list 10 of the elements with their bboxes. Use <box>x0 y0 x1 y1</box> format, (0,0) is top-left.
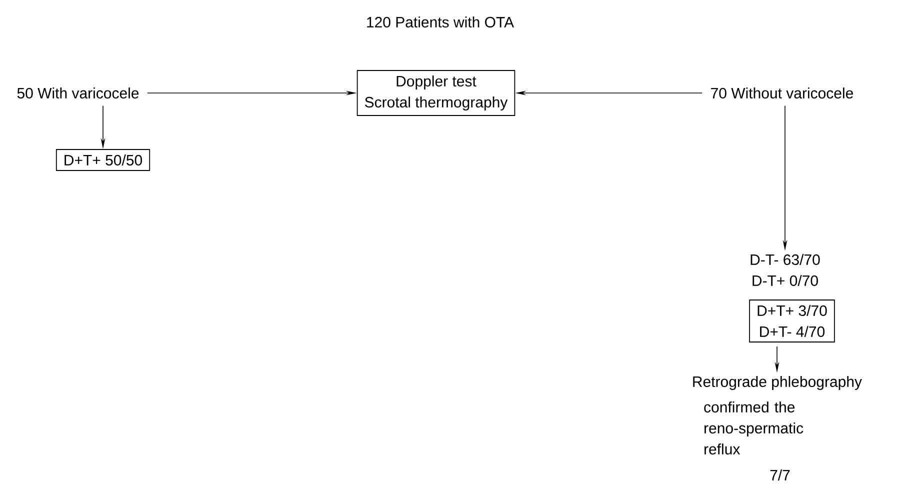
result-box: D+T+ 3/70 D+T- 4/70 <box>749 300 835 342</box>
note-text: 7/7 <box>770 469 790 480</box>
node-text: D-T- 63/70 D-T+ 0/70 <box>750 254 820 286</box>
result-box: D+T+ 50/50 <box>56 149 150 171</box>
node-text: 50 With varicocele <box>17 88 139 98</box>
node-text: 70 Without varicocele <box>711 88 853 98</box>
node-text: Retrograde phlebography <box>693 376 862 390</box>
note-text: confirmed the reno-spermatic reflux <box>704 401 804 454</box>
title: 120 Patients with OTA <box>367 16 514 28</box>
process-box: Doppler test Scrotal thermography <box>356 70 516 116</box>
